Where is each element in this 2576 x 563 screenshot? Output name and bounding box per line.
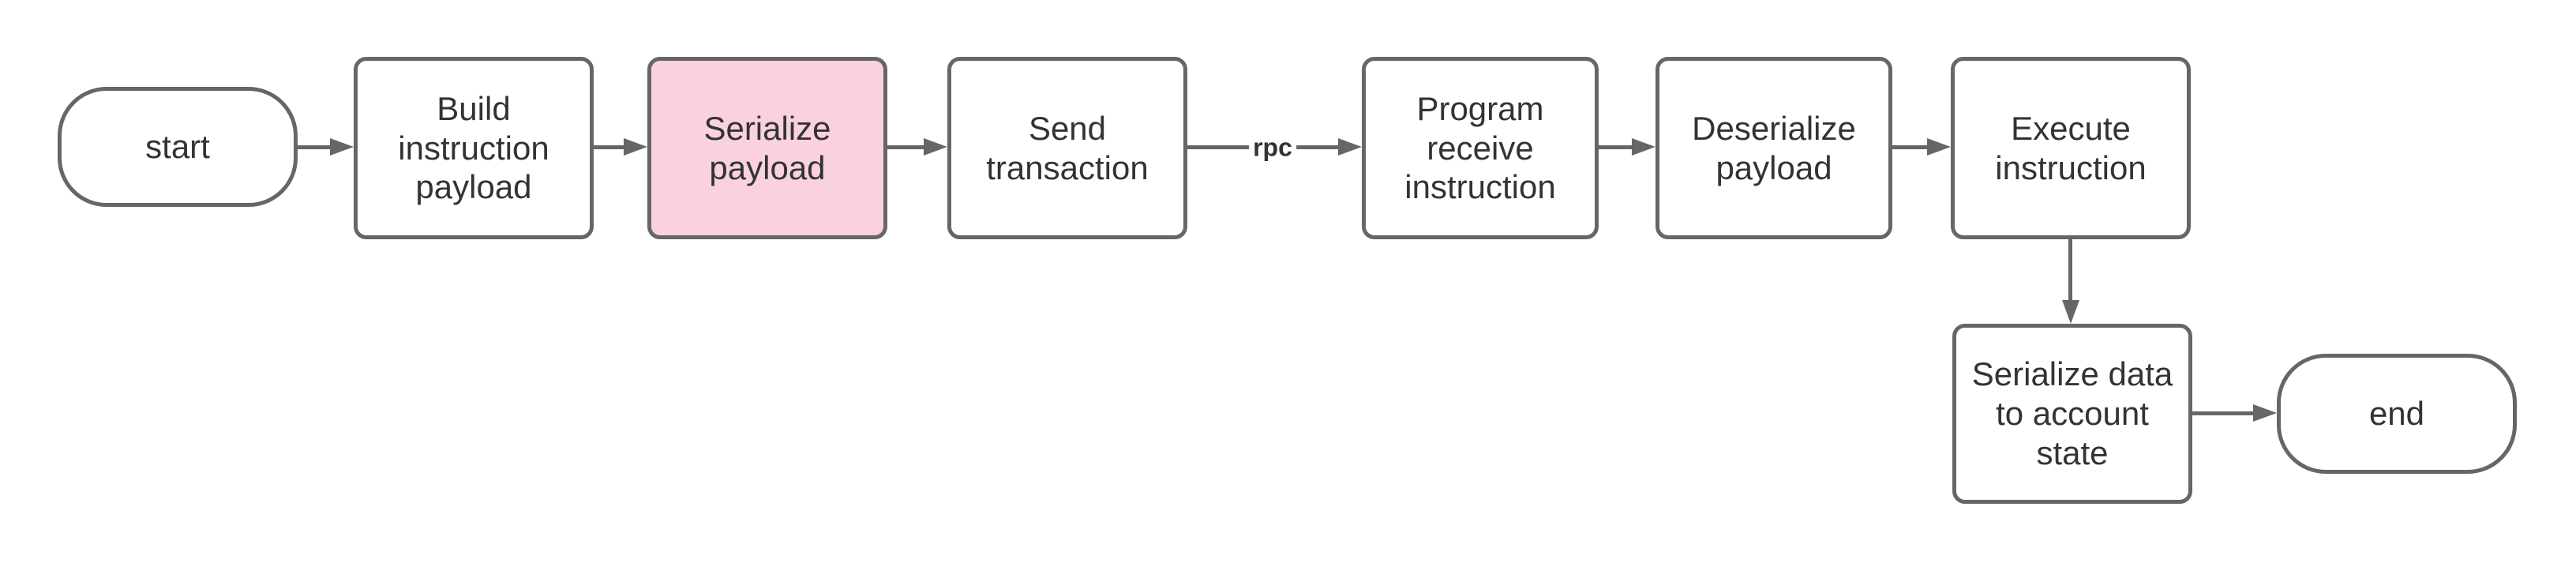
node-start-label: start (145, 128, 210, 166)
node-execute-instruction-label: Execute instruction (1995, 109, 2147, 186)
node-build-instruction-payload-label: Build instruction payload (398, 89, 549, 206)
node-program-receive-instruction-label: Program receive instruction (1404, 89, 1556, 206)
edge-build-to-serialize-arrowhead-icon (624, 138, 647, 156)
edge-deserialize-to-execute-arrowhead-icon (1927, 138, 1951, 156)
edge-serialize-data-to-end-line (2192, 411, 2253, 415)
edge-program-to-deserialize-arrowhead-icon (1632, 138, 1655, 156)
edge-start-to-build-arrowhead-icon (330, 138, 354, 156)
edge-rpc-label: rpc (1249, 133, 1296, 163)
node-start: start (58, 87, 298, 207)
node-serialize-payload-label: Serialize payload (703, 109, 831, 186)
node-build-instruction-payload: Build instruction payload (354, 57, 594, 239)
node-serialize-data-to-account-state: Serialize data to account state (1952, 324, 2192, 504)
node-serialize-payload: Serialize payload (647, 57, 887, 239)
edge-serialize-to-send-line (887, 145, 924, 149)
edge-execute-to-serialize-data-arrowhead-icon (2062, 300, 2079, 324)
node-end-label: end (2368, 395, 2425, 433)
node-execute-instruction: Execute instruction (1951, 57, 2191, 239)
edge-serialize-data-to-end-arrowhead-icon (2253, 404, 2277, 422)
node-deserialize-payload: Deserialize payload (1655, 57, 1892, 239)
edge-send-to-program-arrowhead-icon (1338, 138, 1362, 156)
edge-execute-to-serialize-data-line (2068, 239, 2072, 302)
edge-start-to-build-line (298, 145, 330, 149)
edge-build-to-serialize-line (594, 145, 624, 149)
node-program-receive-instruction: Program receive instruction (1362, 57, 1599, 239)
node-deserialize-payload-label: Deserialize payload (1692, 109, 1856, 186)
node-serialize-data-to-account-state-label: Serialize data to account state (1971, 355, 2173, 471)
node-send-transaction: Send transaction (947, 57, 1187, 239)
edge-serialize-to-send-arrowhead-icon (924, 138, 947, 156)
edge-program-to-deserialize-line (1599, 145, 1632, 149)
node-send-transaction-label: Send transaction (986, 109, 1149, 186)
node-end: end (2277, 354, 2517, 474)
edge-deserialize-to-execute-line (1892, 145, 1927, 149)
